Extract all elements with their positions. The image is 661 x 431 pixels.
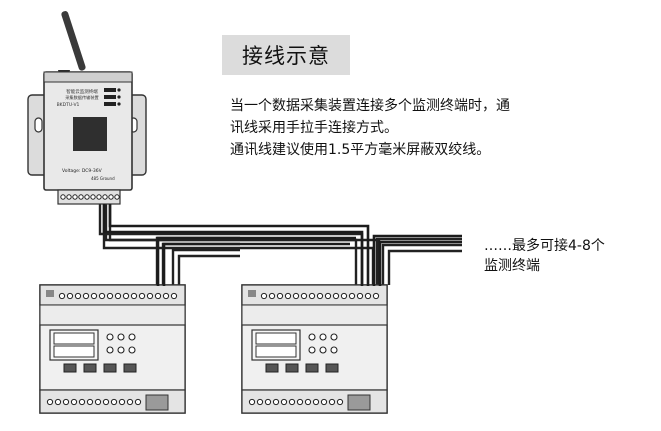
terminal-limit-note: ……最多可接4-8个 监测终端 <box>484 236 605 276</box>
wire-i <box>375 237 462 285</box>
monitoring-terminal-2 <box>241 284 388 414</box>
gateway-label-line2: 采集数据传输装置 <box>65 94 99 101</box>
daisy-chain-wires <box>102 204 462 286</box>
gateway-terminal-screws <box>60 194 120 200</box>
description: 当一个数据采集装置连接多个监测终端时，通 讯线采用手拉手连接方式。 通讯线建议使… <box>230 95 650 161</box>
description-line-1: 当一个数据采集装置连接多个监测终端时，通 <box>230 98 510 114</box>
gateway-port-label: 485 Ground <box>91 176 115 181</box>
gateway-model: BKDTU-V1 <box>57 102 80 108</box>
description-line-3: 通讯线建议使用1.5平方毫米屏蔽双绞线。 <box>230 142 491 158</box>
note-line-2: 监测终端 <box>484 258 540 274</box>
monitoring-terminal-1 <box>39 284 186 414</box>
gateway-device: 智能云监测终端 采集数据传输装置 BKDTU-V1 Voltage: DC9-3… <box>27 11 147 205</box>
antenna-icon <box>58 11 86 78</box>
gateway-voltage: Voltage: DC9-36V <box>62 168 103 174</box>
wire-h <box>387 249 462 285</box>
gateway-center-panel <box>73 117 107 151</box>
note-line-1: ……最多可接4-8个 <box>484 238 605 254</box>
wire-f <box>177 254 240 285</box>
wire-g <box>381 243 462 285</box>
gateway-label-line1: 智能云监测终端 <box>66 88 98 95</box>
wire-e <box>171 248 240 285</box>
led-indicators <box>104 88 121 106</box>
page-title: 接线示意 <box>222 35 350 75</box>
description-line-2: 讯线采用手拉手连接方式。 <box>230 120 398 136</box>
